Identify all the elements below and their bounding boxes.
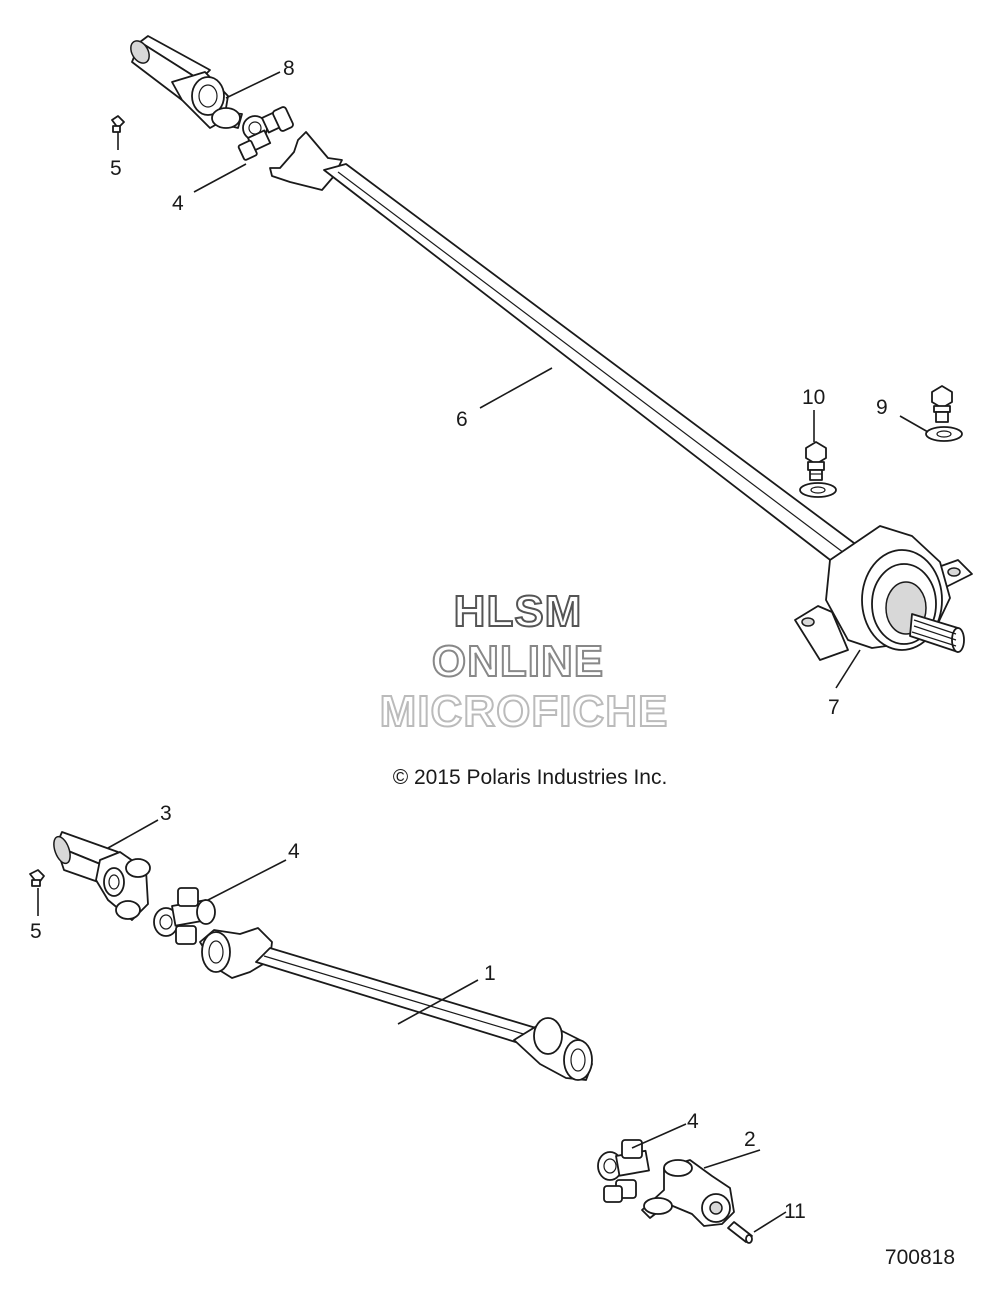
part-11-roll-pin	[727, 1221, 753, 1244]
watermark-line-2: ONLINE	[432, 637, 604, 686]
figure-number: 700818	[885, 1246, 955, 1269]
part-8-slip-yoke	[130, 35, 243, 129]
callout-8: 8	[283, 57, 295, 80]
copyright-notice: © 2015 Polaris Industries Inc.	[393, 766, 668, 789]
callout-10: 10	[802, 386, 825, 409]
watermark: HLSM ONLINE MICROFICHE	[379, 586, 669, 737]
part-5-grease-fitting-top	[111, 115, 125, 133]
callout-1: 1	[484, 962, 496, 985]
watermark-line-1: HLSM	[454, 587, 583, 636]
part-10-washer	[799, 482, 837, 498]
part-6-prop-shaft	[269, 131, 859, 567]
watermark-line-3: MICROFICHE	[380, 687, 669, 736]
callout-3: 3	[160, 802, 172, 825]
callout-5-top: 5	[110, 157, 122, 180]
callout-7: 7	[828, 696, 840, 719]
part-9-washer	[925, 426, 963, 442]
callout-4-bottom: 4	[687, 1110, 699, 1133]
part-3-slip-yoke	[53, 831, 151, 921]
part-4-u-joint-top	[237, 106, 294, 161]
leader-lines	[37, 71, 929, 1233]
part-5-grease-fitting-bottom	[29, 869, 45, 887]
part-4-u-joint-mid	[153, 887, 216, 945]
callout-11: 11	[784, 1200, 806, 1223]
callout-9: 9	[876, 396, 888, 419]
part-7-center-bearing	[794, 525, 973, 661]
callout-2: 2	[744, 1128, 756, 1151]
part-2-yoke	[641, 1159, 735, 1227]
part-10-bolt	[805, 441, 827, 481]
callout-5-bottom: 5	[30, 920, 42, 943]
part-4-u-joint-bottom	[597, 1139, 650, 1203]
part-1-prop-shaft	[199, 927, 593, 1081]
callout-6: 6	[456, 408, 468, 431]
callout-4-mid: 4	[288, 840, 300, 863]
callout-4-top: 4	[172, 192, 184, 215]
part-9-bolt	[931, 385, 953, 423]
